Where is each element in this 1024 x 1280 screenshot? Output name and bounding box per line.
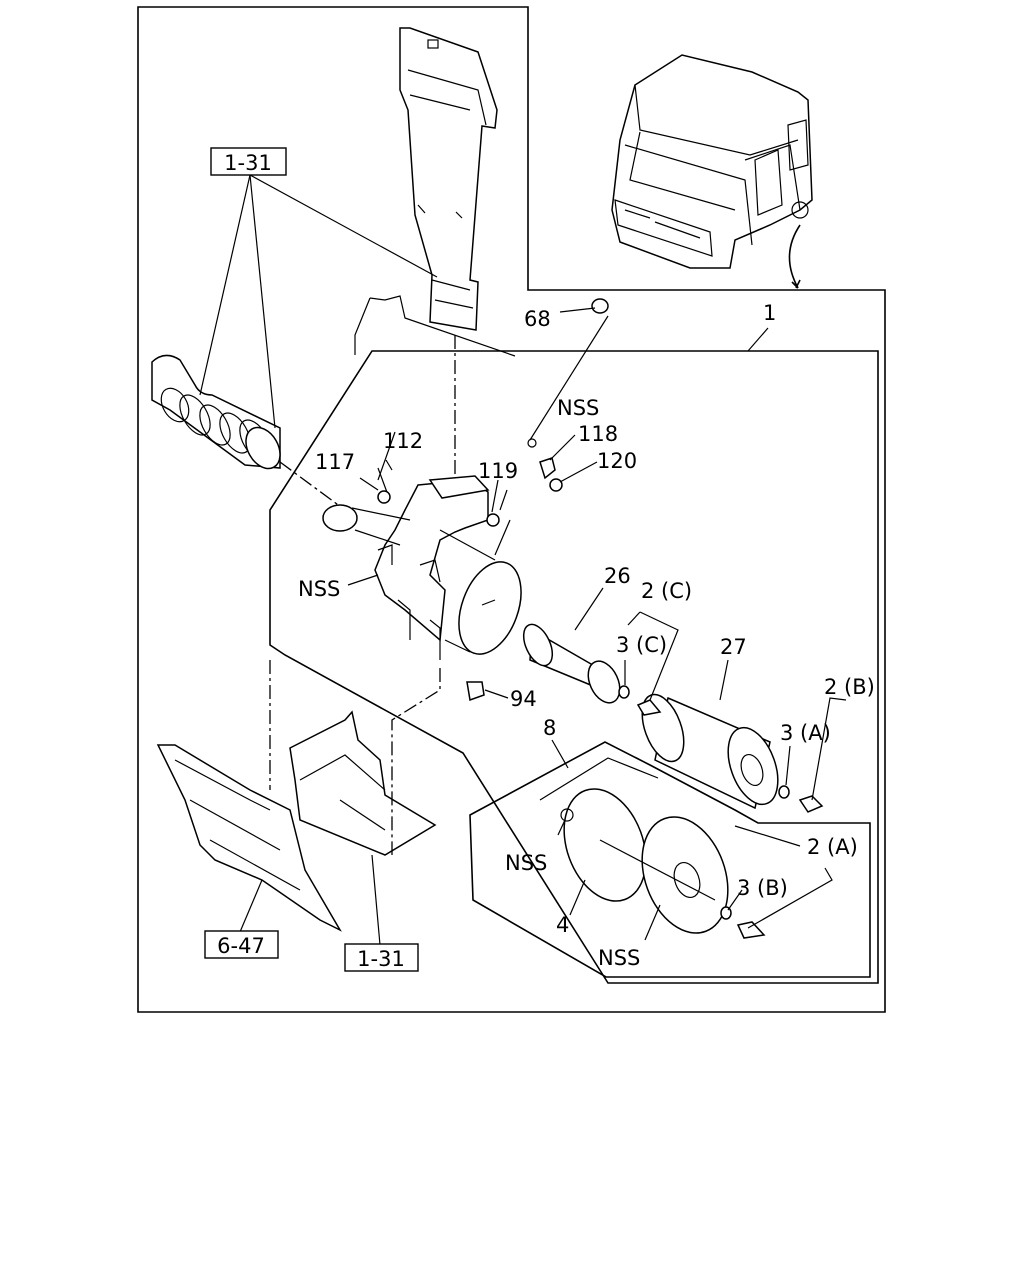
leader-lines (239, 431, 847, 946)
label-part-26: 26 (604, 564, 631, 588)
flex-hose (151, 354, 346, 511)
label-part-112: 112 (383, 429, 423, 453)
label-part-120: 120 (597, 449, 637, 473)
label-part-3a: 3 (A) (780, 721, 831, 745)
label-part-2b: 2 (B) (824, 675, 875, 699)
hardware-parts (354, 295, 824, 939)
label-part-8: 8 (543, 716, 556, 740)
label-part-3b: 3 (B) (737, 876, 788, 900)
label-part-119: 119 (478, 459, 518, 483)
ref-label-1-31-bottom: 1-31 (357, 947, 405, 971)
label-part-117: 117 (315, 450, 355, 474)
label-part-94: 94 (510, 687, 537, 711)
label-part-68: 68 (524, 307, 551, 331)
label-part-4: 4 (556, 913, 569, 937)
air-cleaner-housing (322, 475, 522, 660)
assembly-8-inner (539, 757, 801, 847)
label-part-2c: 2 (C) (641, 579, 692, 603)
mounting-bracket (289, 668, 441, 856)
ref-1-31-top-leaders (199, 174, 438, 429)
label-nss-top: NSS (557, 396, 599, 420)
filter-element-27 (641, 693, 779, 810)
label-part-27: 27 (720, 635, 747, 659)
label-nss-cover: NSS (505, 851, 547, 875)
cover-assembly (560, 788, 729, 934)
label-nss-housing: NSS (298, 577, 340, 601)
assembly-8-frame (469, 741, 871, 978)
label-part-2a: 2 (A) (807, 835, 858, 859)
label-nss-bottom: NSS (598, 946, 640, 970)
truck-cab-illustration (611, 54, 813, 289)
label-part-118: 118 (578, 422, 618, 446)
ref-box-1-31-bottom[interactable]: 1-31 (344, 943, 419, 972)
ref-box-1-31-top[interactable]: 1-31 (210, 147, 287, 176)
fender-bracket (156, 660, 342, 932)
outer-frame (137, 6, 886, 1013)
assembly-1-frame (269, 350, 879, 984)
filter-element-26 (522, 623, 621, 704)
assembly-1-leader (747, 327, 769, 352)
ref-label-1-31-top: 1-31 (224, 151, 272, 175)
assembly-8-leader (551, 739, 569, 769)
ref-label-6-47: 6-47 (217, 934, 265, 958)
ref-box-6-47[interactable]: 6-47 (204, 930, 279, 959)
intake-duct (399, 27, 498, 480)
label-part-1: 1 (763, 301, 776, 325)
label-part-3c: 3 (C) (616, 633, 667, 657)
